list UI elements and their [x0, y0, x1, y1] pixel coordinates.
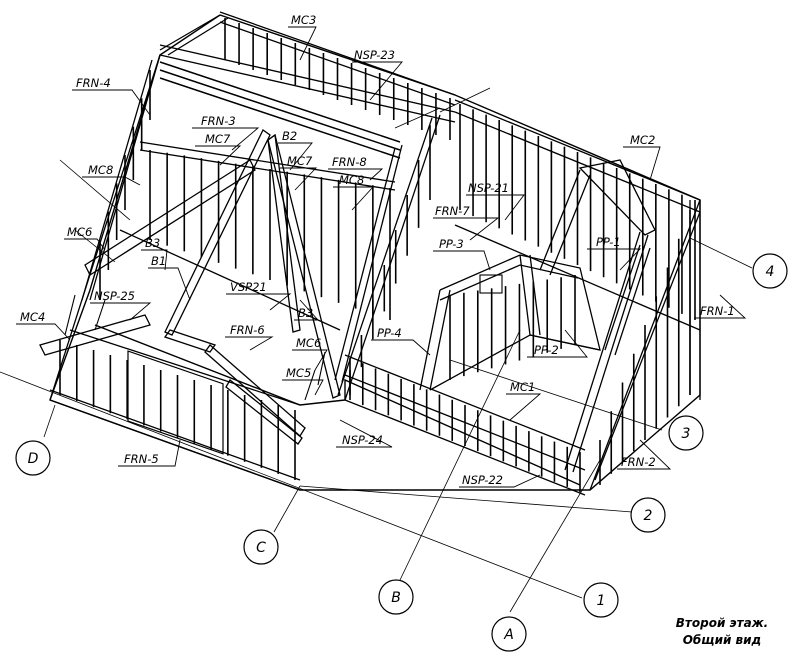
label-frn7: FRN-7 — [435, 204, 470, 218]
label-mc4: MC4 — [20, 310, 45, 324]
caption-line-2: Общий вид — [683, 633, 762, 647]
rafters — [39, 129, 656, 473]
wall-mc7 — [119, 141, 396, 331]
label-frn2: FRN-2 — [621, 455, 656, 469]
label-nsp23: NSP-23 — [354, 48, 395, 62]
svg-text:D: D — [28, 451, 39, 467]
label-frn8: FRN-8 — [332, 155, 367, 169]
label-mc6-b: MC6 — [296, 336, 321, 350]
axis-marker-d: D — [15, 440, 51, 476]
label-frn3: FRN-3 — [201, 114, 236, 128]
label-mc7-a: MC7 — [205, 132, 231, 146]
axis-marker-2: 2 — [630, 497, 666, 533]
label-mc2: MC2 — [630, 133, 655, 147]
label-nsp22: NSP-22 — [462, 473, 503, 487]
label-nsp21: NSP-21 — [468, 181, 509, 195]
label-pp4: PP-4 — [377, 326, 402, 340]
wall-mc2 — [454, 99, 701, 331]
label-b3-b: B3 — [298, 306, 313, 320]
wall-frn7 — [334, 114, 441, 401]
svg-text:3: 3 — [682, 426, 691, 442]
label-mc8-b: MC8 — [339, 173, 364, 187]
axis-marker-c: C — [243, 529, 279, 565]
label-mc3: MC3 — [291, 13, 316, 27]
axis-markers: D C B A 1 2 3 4 — [15, 253, 788, 652]
label-nsp25: NSP-25 — [94, 289, 135, 303]
label-pp2: PP-2 — [534, 343, 559, 357]
wall-frn5 — [49, 329, 301, 491]
svg-text:4: 4 — [766, 264, 775, 280]
braces — [64, 294, 326, 401]
label-mc1: MC1 — [510, 380, 535, 394]
svg-text:A: A — [503, 627, 514, 643]
label-frn4: FRN-4 — [76, 76, 111, 90]
component-labels: MC3 NSP-23 FRN-4 FRN-3 MC7 B2 MC8 MC7 FR… — [20, 13, 735, 487]
svg-text:C: C — [256, 540, 266, 556]
leader-lines — [16, 26, 747, 488]
beam-b2 — [159, 61, 401, 159]
label-mc7-b: MC7 — [287, 154, 313, 168]
axis-marker-3: 3 — [668, 415, 704, 451]
wall-mc3 — [159, 11, 456, 140]
label-pp1: PP-1 — [596, 235, 621, 249]
wall-frn4 — [49, 14, 229, 401]
label-frn6: FRN-6 — [230, 323, 265, 337]
label-frn1: FRN-1 — [700, 304, 735, 318]
label-b3-a: B3 — [145, 236, 160, 250]
svg-text:B: B — [391, 590, 401, 606]
label-mc5: MC5 — [286, 366, 311, 380]
drawing-caption: Второй этаж. Общий вид — [676, 616, 768, 647]
axis-marker-a: A — [491, 616, 527, 652]
axis-marker-4: 4 — [752, 253, 788, 289]
label-pp3: PP-3 — [439, 237, 464, 251]
label-b2: B2 — [282, 129, 297, 143]
caption-line-1: Второй этаж. — [676, 616, 768, 630]
axis-marker-1: 1 — [583, 582, 619, 618]
svg-text:1: 1 — [597, 593, 606, 609]
axis-marker-b: B — [378, 579, 414, 615]
partition-walls — [419, 169, 651, 391]
label-frn5: FRN-5 — [124, 452, 159, 466]
svg-text:2: 2 — [644, 508, 653, 524]
label-mc8-a: MC8 — [88, 163, 113, 177]
label-mc6-a: MC6 — [67, 225, 92, 239]
label-b1: B1 — [151, 254, 166, 268]
wall-frn1 — [589, 199, 701, 491]
label-vsp21: VSP21 — [230, 280, 267, 294]
label-nsp24: NSP-24 — [342, 433, 383, 447]
